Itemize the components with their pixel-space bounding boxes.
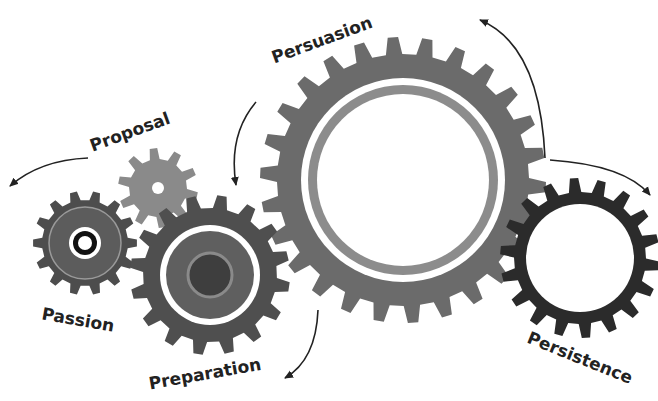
gear bbox=[500, 178, 658, 338]
gear-hole bbox=[317, 94, 489, 266]
rotation-arrow bbox=[285, 310, 318, 378]
gear-ring bbox=[160, 225, 260, 325]
rotation-arrow bbox=[550, 160, 650, 195]
gear-label: Proposal bbox=[87, 109, 172, 155]
gear-label: Preparation bbox=[147, 355, 262, 393]
gear bbox=[33, 192, 137, 295]
rotation-arrow bbox=[10, 158, 88, 186]
gear-hub bbox=[69, 227, 101, 259]
gear-label: Persistence bbox=[525, 328, 636, 387]
gear-label: Passion bbox=[40, 304, 115, 335]
gear-ring bbox=[308, 85, 498, 275]
gear-hub bbox=[78, 236, 92, 250]
gear-hub bbox=[152, 182, 164, 194]
rotation-arrow bbox=[234, 102, 256, 185]
gear-ring bbox=[166, 231, 254, 319]
gear-hub bbox=[188, 253, 232, 297]
gear-hole bbox=[526, 204, 634, 312]
large-gear bbox=[260, 37, 546, 323]
gear-ring bbox=[301, 78, 505, 282]
gear-hub bbox=[73, 231, 97, 255]
gear bbox=[130, 195, 289, 354]
rotation-arrow bbox=[480, 20, 545, 158]
gear-ring bbox=[49, 207, 121, 279]
